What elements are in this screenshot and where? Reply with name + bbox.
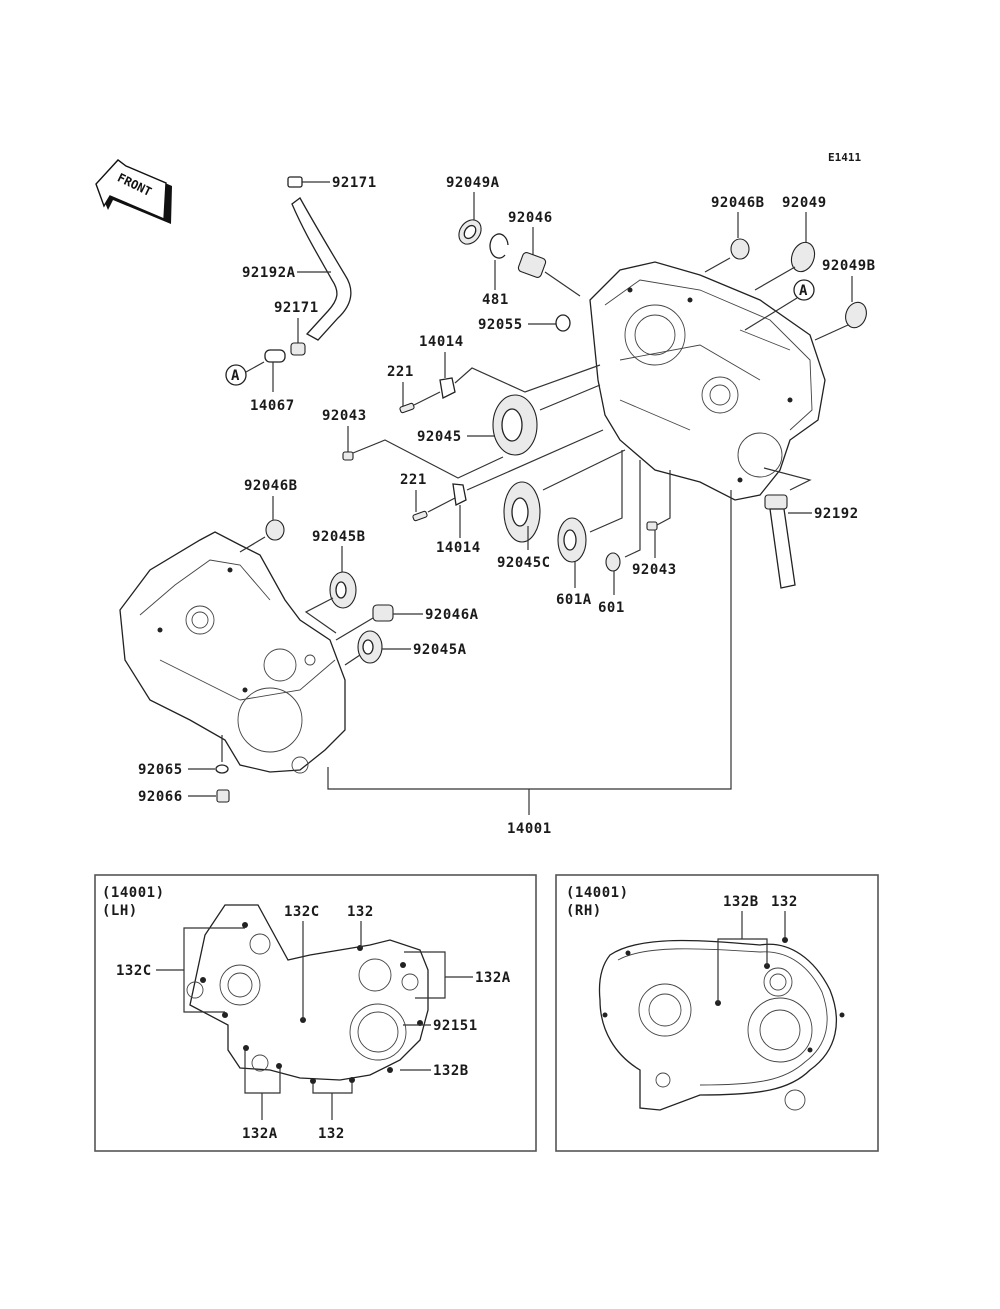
label-92043-right[interactable]: 92043: [632, 562, 677, 578]
inset-lh-title-2: (LH): [102, 903, 138, 919]
o-ring-92055: [555, 314, 571, 332]
front-arrow-icon: FRONT: [95, 159, 172, 224]
inset-rh-label-132[interactable]: 132: [771, 894, 798, 910]
inset-rh: (14001) (RH) 132B 132: [555, 874, 879, 1152]
label-92192A[interactable]: 92192A: [242, 265, 296, 281]
dowel-92043-right: [646, 521, 658, 531]
inset-rh-title-2: (RH): [566, 903, 602, 919]
label-481[interactable]: 481: [482, 292, 509, 308]
label-92049A[interactable]: 92049A: [446, 175, 500, 191]
hose-assembly: 92171 92192A 92171 14067 A: [225, 175, 377, 414]
inset-lh-label-132A-right[interactable]: 132A: [475, 970, 511, 986]
crankcase-left-half: 92046B 92045B 92046A 92045A 92065 92066: [119, 478, 479, 805]
label-92171-top[interactable]: 92171: [332, 175, 377, 191]
label-92192[interactable]: 92192: [814, 506, 859, 522]
label-221-top[interactable]: 221: [387, 364, 414, 380]
ref-marker-a-right-label: A: [799, 283, 808, 299]
inset-rh-title-1: (14001): [566, 885, 629, 901]
seal-92049B: [845, 301, 867, 329]
label-92045A[interactable]: 92045A: [413, 642, 467, 658]
inset-lh-title-1: (14001): [102, 885, 165, 901]
label-92055[interactable]: 92055: [478, 317, 523, 333]
inset-lh-label-132-top[interactable]: 132: [347, 904, 374, 920]
bearing-92046B-top: [730, 238, 750, 260]
circlip-481: [489, 233, 509, 259]
seal-92049: [790, 241, 816, 273]
crankcase-right-half: A: [589, 261, 826, 501]
top-seals: 92049A 481 92046 92055 92046B 92049 9204…: [446, 175, 876, 341]
label-14014-top[interactable]: 14014: [419, 334, 464, 350]
label-92043-left[interactable]: 92043: [322, 408, 367, 424]
label-92171-mid[interactable]: 92171: [274, 300, 319, 316]
label-92045C[interactable]: 92045C: [497, 555, 551, 571]
ref-marker-a-left: [225, 364, 247, 386]
label-601[interactable]: 601: [598, 600, 625, 616]
middle-bearings: 14014 221 92043 92045 221 14014 92045C: [322, 334, 677, 616]
ref-marker-a-right: [793, 279, 815, 301]
ref-marker-a-left-label: A: [231, 368, 240, 384]
inset-lh-label-132C-top[interactable]: 132C: [284, 904, 320, 920]
screw-221-top: [399, 402, 415, 414]
label-92045[interactable]: 92045: [417, 429, 462, 445]
screw-221-bot: [412, 510, 428, 522]
dowel-92043-left: [342, 451, 354, 461]
seal-601: [605, 552, 621, 572]
label-221-bot[interactable]: 221: [400, 472, 427, 488]
pipe-92192: 92192: [763, 467, 859, 589]
label-14067[interactable]: 14067: [250, 398, 295, 414]
needle-bearing-92046: [517, 252, 547, 278]
label-14001[interactable]: 14001: [507, 821, 552, 837]
label-92049B[interactable]: 92049B: [822, 258, 876, 274]
label-92046[interactable]: 92046: [508, 210, 553, 226]
plate-14014-bot: [452, 483, 467, 506]
diagram-code: E1411: [828, 151, 861, 164]
label-92046A[interactable]: 92046A: [425, 607, 479, 623]
bearing-92046B-left: [265, 519, 285, 541]
label-92045B[interactable]: 92045B: [312, 529, 366, 545]
label-601A[interactable]: 601A: [556, 592, 592, 608]
label-92066[interactable]: 92066: [138, 789, 183, 805]
inset-rh-label-132B[interactable]: 132B: [723, 894, 759, 910]
crankcase-14001-callout: 14001: [327, 490, 732, 837]
washer-92065: [215, 764, 229, 774]
inset-lh-label-132C-left[interactable]: 132C: [116, 963, 152, 979]
label-92049[interactable]: 92049: [782, 195, 827, 211]
plate-14014-top: [439, 377, 456, 399]
clamp-92171-top: [287, 176, 303, 188]
label-92046B-top[interactable]: 92046B: [711, 195, 765, 211]
inset-lh-label-132A-bottom[interactable]: 132A: [242, 1126, 278, 1142]
label-92046B-left[interactable]: 92046B: [244, 478, 298, 494]
needle-bearing-92046A: [372, 604, 394, 622]
fitting-14067: [264, 349, 286, 363]
drain-plug-92066: [216, 789, 230, 803]
label-92065[interactable]: 92065: [138, 762, 183, 778]
inset-lh-label-132B[interactable]: 132B: [433, 1063, 469, 1079]
clamp-92171-mid: [290, 342, 306, 356]
inset-lh-label-92151[interactable]: 92151: [433, 1018, 478, 1034]
inset-lh-label-132-bottom[interactable]: 132: [318, 1126, 345, 1142]
hose-92192A: [291, 197, 352, 341]
label-14014-bot[interactable]: 14014: [436, 540, 481, 556]
inset-lh: (14001) (LH) 132C 132 132C 132A: [94, 874, 537, 1152]
